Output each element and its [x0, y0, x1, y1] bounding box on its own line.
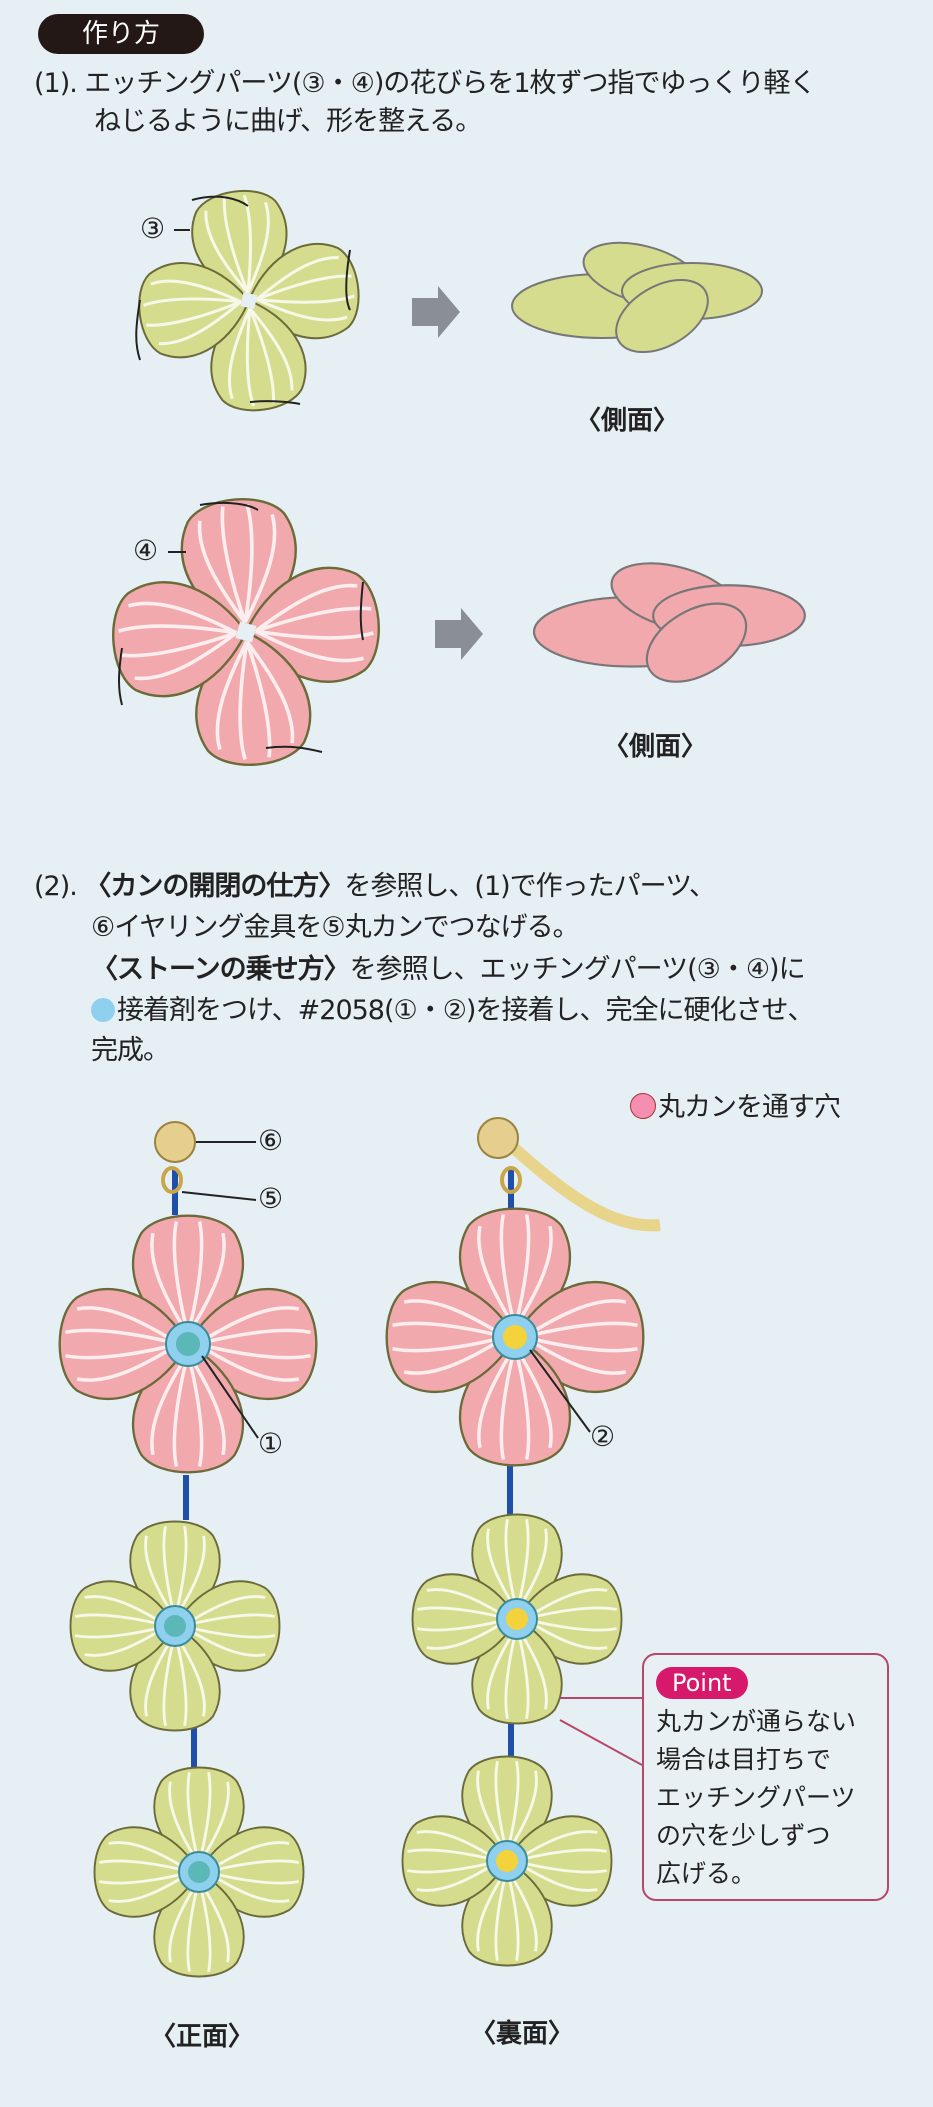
legend-text: 丸カンを通す穴	[658, 1092, 841, 1123]
part2-label: ②	[590, 1420, 616, 1453]
step2-line1: (2). 〈カンの開閉の仕方〉を参照し、(1)で作ったパーツ、	[34, 867, 716, 907]
hole-dot-icon	[630, 1093, 656, 1119]
reference-ring-opening: 〈カンの開閉の仕方〉	[84, 871, 345, 902]
step2-text: 接着剤をつけ、#2058(①・②)を接着し、完全に硬化させ、	[117, 995, 814, 1026]
point-line: の穴を少しずつ	[656, 1821, 831, 1850]
pink-flower	[102, 488, 390, 776]
front-label: 〈正面〉	[150, 2022, 255, 2052]
point-line: エッチングパーツ	[656, 1783, 856, 1812]
twist-arrows	[118, 195, 364, 753]
point-badge: Point	[656, 1667, 748, 1699]
front-earring	[60, 1121, 317, 1977]
point-line: 広げる。	[656, 1859, 757, 1888]
part4-label: ④	[133, 534, 159, 567]
back-label: 〈裏面〉	[470, 2019, 575, 2049]
step2-line2: ⑥イヤリング金具を⑤丸カンでつなげる。	[91, 912, 580, 943]
pink-side-view	[532, 549, 806, 700]
green-side-view	[511, 230, 763, 368]
side-label-2: 〈側面〉	[603, 732, 708, 762]
step2-line4: 接着剤をつけ、#2058(①・②)を接着し、完全に硬化させ、	[91, 991, 814, 1031]
part3-label: ③	[140, 212, 166, 245]
part1-label: ①	[258, 1427, 284, 1460]
legend: 丸カンを通す穴	[630, 1088, 841, 1128]
step-number: (2).	[34, 871, 85, 902]
arrow-icon	[412, 286, 460, 338]
step2-line3: 〈ストーンの乗せ方〉を参照し、エッチングパーツ(③・④)に	[91, 950, 806, 990]
reference-stone-setting: 〈ストーンの乗せ方〉	[91, 954, 351, 985]
part5-label: ⑤	[258, 1182, 284, 1215]
step1-line1: (1). エッチングパーツ(③・④)の花びらを1枚ずつ指でゆっくり軽く	[34, 68, 817, 99]
step2-text: を参照し、エッチングパーツ(③・④)に	[349, 954, 806, 985]
step1-line2: ねじるように曲げ、形を整える。	[94, 106, 482, 137]
part6-label: ⑥	[258, 1124, 284, 1157]
arrow-icon	[435, 608, 483, 660]
point-line: 丸カンが通らない	[656, 1707, 857, 1736]
point-line: 場合は目打ちで	[656, 1745, 832, 1774]
section-badge: 作り方	[38, 14, 204, 54]
glue-dot-icon	[91, 998, 115, 1022]
back-earring	[387, 1117, 661, 1966]
point-callout: Point 丸カンが通らない 場合は目打ちで エッチングパーツ の穴を少しずつ …	[642, 1653, 889, 1901]
side-label-1: 〈側面〉	[575, 406, 680, 436]
point-text: 丸カンが通らない 場合は目打ちで エッチングパーツ の穴を少しずつ 広げる。	[656, 1703, 856, 1893]
step2-text: を参照し、(1)で作ったパーツ、	[344, 871, 716, 902]
step2-line5: 完成。	[91, 1035, 170, 1066]
